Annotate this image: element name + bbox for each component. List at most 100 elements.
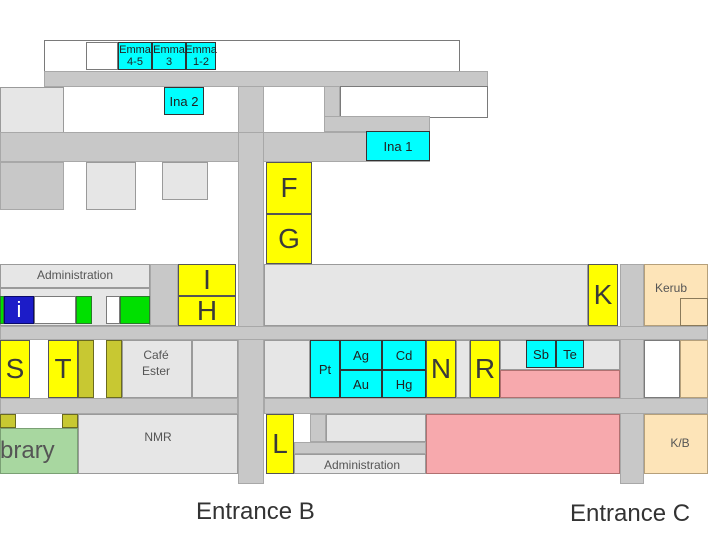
building-s-label: S bbox=[5, 353, 25, 384]
stair-lower-1 bbox=[0, 414, 16, 428]
corridor-left-band bbox=[150, 264, 178, 326]
room-restricted-upper bbox=[500, 370, 620, 398]
info-desk[interactable]: i bbox=[4, 296, 34, 324]
info-icon: i bbox=[16, 297, 22, 322]
entrance-b-label[interactable]: Entrance B bbox=[196, 498, 315, 525]
corridor-lower-horizontal bbox=[264, 398, 708, 414]
building-i[interactable]: I bbox=[178, 264, 236, 296]
lab-emma-1-2[interactable]: Emma 1-2 bbox=[185, 42, 217, 70]
lab-emma-3-line1: Emma bbox=[153, 44, 185, 56]
lab-ina-2[interactable]: Ina 2 bbox=[164, 87, 204, 115]
corridor-left-lower bbox=[0, 162, 64, 210]
lab-au-label: Au bbox=[353, 376, 369, 392]
lab-ina-1[interactable]: Ina 1 bbox=[366, 131, 430, 161]
room-kerub bbox=[644, 264, 708, 326]
corridor-main-spine bbox=[238, 132, 264, 484]
building-n-label: N bbox=[430, 353, 452, 384]
label-administration-bottom: Administration bbox=[323, 458, 401, 472]
room-white-small-2 bbox=[106, 296, 120, 324]
building-r-label: R bbox=[474, 353, 496, 384]
building-n[interactable]: N bbox=[426, 340, 456, 398]
room-cafe-ester[interactable] bbox=[122, 340, 192, 398]
stairs-mid bbox=[106, 340, 122, 398]
lab-emma-4-5-line1: Emma bbox=[119, 44, 151, 56]
corridor-top bbox=[44, 71, 488, 87]
building-r[interactable]: R bbox=[470, 340, 500, 398]
corridor-admin-horizontal bbox=[294, 442, 426, 454]
room-white-small bbox=[34, 296, 76, 324]
room-below-h bbox=[192, 340, 238, 398]
room-green-3 bbox=[120, 296, 150, 324]
building-s[interactable]: S bbox=[0, 340, 30, 398]
building-k-label: K bbox=[593, 279, 613, 310]
lab-emma-1-2-line2: 1-2 bbox=[193, 56, 209, 68]
kerub-stair bbox=[680, 298, 708, 326]
building-k[interactable]: K bbox=[588, 264, 618, 326]
lab-cd-label: Cd bbox=[395, 347, 413, 363]
lab-te[interactable]: Te bbox=[556, 340, 584, 368]
lab-ag-label: Ag bbox=[353, 347, 369, 363]
building-h-label: H bbox=[196, 295, 218, 326]
lab-ag[interactable]: Ag bbox=[340, 340, 382, 370]
building-g-label: G bbox=[278, 223, 300, 254]
entrance-c-label[interactable]: Entrance C bbox=[570, 500, 691, 527]
room-restricted-lower bbox=[426, 414, 620, 474]
lab-ina-2-label: Ina 2 bbox=[169, 93, 199, 109]
corridor-admin-stub bbox=[310, 414, 326, 442]
building-f[interactable]: F bbox=[266, 162, 312, 214]
lab-sb[interactable]: Sb bbox=[526, 340, 556, 368]
room-top-right bbox=[340, 86, 488, 118]
label-cafe-line2: Ester bbox=[141, 364, 170, 378]
room-small-2 bbox=[162, 162, 208, 200]
room-kb bbox=[644, 414, 708, 474]
room-between-n-r bbox=[456, 340, 470, 398]
lab-sb-label: Sb bbox=[533, 346, 549, 362]
lab-au[interactable]: Au bbox=[340, 370, 382, 398]
lab-emma-3[interactable]: Emma 3 bbox=[152, 42, 186, 70]
corridor-lower-left bbox=[0, 398, 238, 414]
building-f-label: F bbox=[280, 172, 298, 203]
label-library: brary bbox=[0, 437, 55, 464]
room-middle-large bbox=[264, 264, 588, 326]
room-small-1 bbox=[86, 162, 136, 210]
label-cafe-line1: Café bbox=[143, 348, 169, 362]
lab-hg-label: Hg bbox=[395, 376, 413, 392]
building-t-label: T bbox=[54, 353, 72, 384]
corridor-left-mid bbox=[0, 132, 430, 162]
building-g[interactable]: G bbox=[266, 214, 312, 264]
building-t[interactable]: T bbox=[48, 340, 78, 398]
label-nmr: NMR bbox=[144, 430, 172, 444]
label-kerub: Kerub bbox=[654, 281, 688, 295]
room-right-white bbox=[644, 340, 680, 398]
label-administration-top: Administration bbox=[36, 268, 114, 282]
lab-emma-4-5[interactable]: Emma 4-5 bbox=[118, 42, 152, 70]
building-l-label: L bbox=[272, 428, 288, 459]
room-administration-top bbox=[0, 264, 150, 288]
lab-pt[interactable]: Pt bbox=[310, 340, 340, 398]
building-i-label: I bbox=[203, 264, 211, 295]
room-right-of-spine bbox=[264, 340, 310, 398]
room-green-1 bbox=[0, 296, 4, 324]
lab-emma-4-5-line2: 4-5 bbox=[127, 56, 143, 68]
lab-emma-1-2-line1: Emma bbox=[185, 44, 217, 56]
lab-ina-1-label: Ina 1 bbox=[383, 138, 413, 154]
corridor-main-horizontal bbox=[0, 326, 708, 340]
room-top-blank bbox=[86, 42, 118, 70]
lab-pt-label: Pt bbox=[318, 361, 332, 377]
stair-lower-2 bbox=[62, 414, 78, 428]
room-nmr[interactable] bbox=[78, 414, 238, 474]
lab-cd[interactable]: Cd bbox=[382, 340, 426, 370]
building-h[interactable]: H bbox=[178, 295, 236, 326]
corridor-right-horizontal bbox=[324, 116, 430, 132]
room-green-2 bbox=[76, 296, 92, 324]
building-l[interactable]: L bbox=[266, 414, 294, 474]
lab-hg[interactable]: Hg bbox=[382, 370, 426, 398]
lab-te-label: Te bbox=[563, 346, 577, 362]
corridor-right-spine bbox=[620, 264, 644, 484]
room-library[interactable] bbox=[0, 428, 78, 474]
label-kb: K/B bbox=[670, 436, 690, 450]
room-right-peach bbox=[680, 340, 708, 398]
room-administration-bottom bbox=[294, 454, 426, 474]
room-stub bbox=[326, 414, 426, 442]
